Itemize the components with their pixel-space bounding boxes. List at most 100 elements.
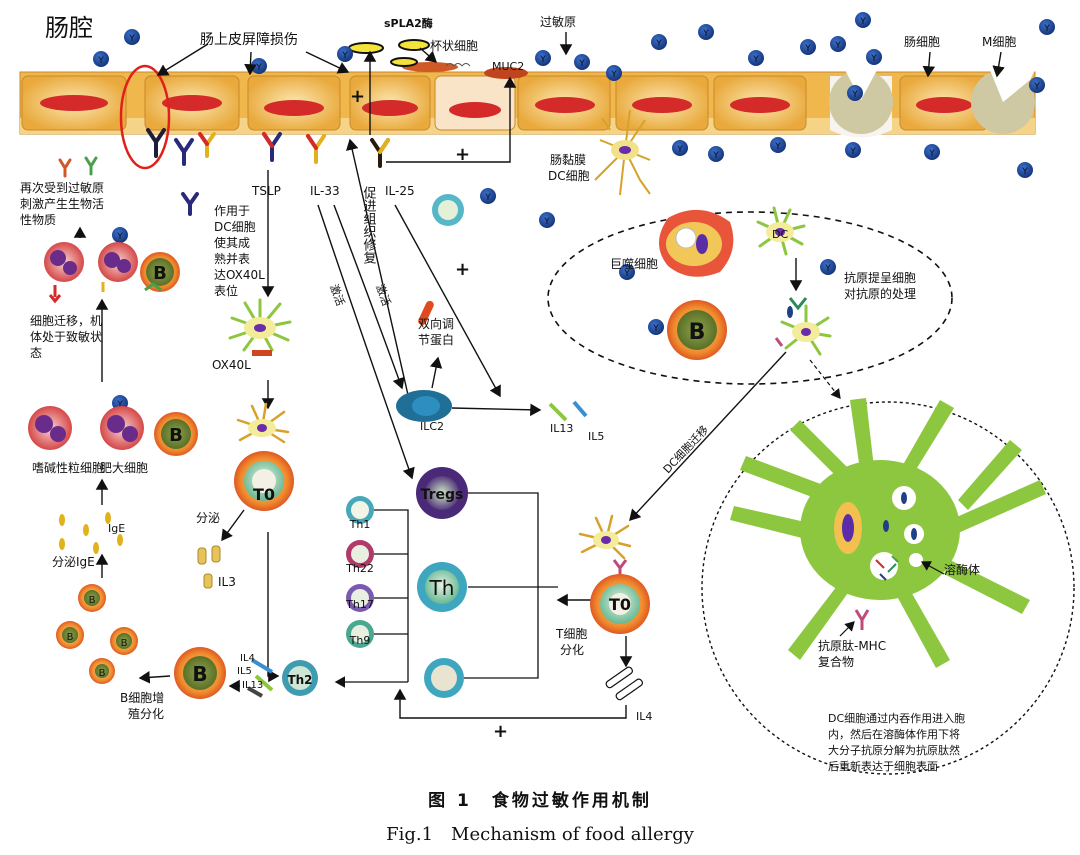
m-cells xyxy=(829,70,1035,138)
arrow-il25-to-il13 xyxy=(394,204,501,398)
dc-label: DC xyxy=(772,228,788,241)
th-cell-large: Th xyxy=(417,562,467,612)
tslp-action-5: 达OX40L xyxy=(214,268,265,282)
dc-zoom-cell xyxy=(730,398,1046,668)
svg-text:Y: Y xyxy=(1021,167,1028,177)
allergen-icon: Y xyxy=(535,50,551,66)
svg-text:Y: Y xyxy=(752,55,759,65)
mucosal-dc-label-1: 肠黏膜 xyxy=(550,153,586,167)
cytokine-y-shapes xyxy=(58,128,390,216)
macrophage-cell xyxy=(659,209,734,277)
lysosome-contents xyxy=(883,492,917,540)
dc-migration-label: DC细胞迁移 xyxy=(661,423,712,476)
allergen-label: 过敏原 xyxy=(540,14,576,29)
arrow-lysosome-label xyxy=(920,561,945,575)
allergen-icon: Y xyxy=(830,36,846,52)
il4-right-label: IL4 xyxy=(636,710,652,723)
svg-text:B: B xyxy=(89,595,96,606)
svg-text:B: B xyxy=(689,320,706,345)
allergen-icon: Y xyxy=(124,29,140,45)
allergen-icon: Y xyxy=(251,58,267,74)
svg-text:Y: Y xyxy=(578,59,585,69)
allergen-icon: Y xyxy=(651,34,667,50)
allergen-icon: Y xyxy=(800,39,816,55)
re-exposure-text-3: 性物质 xyxy=(20,213,56,227)
th9-cell: Th9 xyxy=(346,620,374,648)
activate-label-b: 激活 xyxy=(373,282,394,307)
lower-basophil-mast-group: B xyxy=(28,406,198,456)
endocytosis-text-3: 大分子抗原分解为抗原肽然 xyxy=(828,743,960,757)
bireg-label-1: 双向调 xyxy=(418,316,454,331)
tslp-label: TSLP xyxy=(251,184,281,198)
ige-label: IgE xyxy=(108,522,125,535)
allergen-icon: Y xyxy=(648,319,664,335)
allergen-icon: Y xyxy=(847,85,863,101)
allergen-icon: Y xyxy=(855,12,871,28)
apc-region xyxy=(547,211,953,385)
svg-text:Tregs: Tregs xyxy=(421,487,464,503)
b-cell-cluster: B B B B B xyxy=(56,584,226,699)
allergen-icon: Y xyxy=(748,50,764,66)
muc2-label: MUC2 xyxy=(492,60,524,73)
barrier-damage-arrows xyxy=(156,32,1005,163)
arrow-il33-activate-tregs xyxy=(317,204,415,480)
secrete-ige-label: 分泌IgE xyxy=(52,555,95,569)
dc-above-t0-right xyxy=(578,514,632,560)
svg-text:Y: Y xyxy=(652,324,659,334)
tslp-action-4: 熟并表 xyxy=(214,251,250,266)
tregs-cell: Tregs xyxy=(416,467,468,519)
lysosome-label: 溶酶体 xyxy=(944,562,980,577)
barrier-damage-label: 肠上皮屏障损伤 xyxy=(200,32,298,48)
b-prolif-label-1: B细胞增 xyxy=(120,691,164,705)
apc-label-1: 抗原提呈细胞 xyxy=(844,270,916,285)
svg-text:B: B xyxy=(121,638,128,649)
endocytosis-text-2: 内，然后在溶酶体作用下将 xyxy=(828,727,960,741)
figure-caption-en: Fig.1 Mechanism of food allergy xyxy=(386,824,694,845)
svg-text:Y: Y xyxy=(804,44,811,54)
enterocyte-row xyxy=(21,75,989,131)
re-exposure-text-2: 刺激产生生物活 xyxy=(20,197,104,211)
allergen-icon: Y xyxy=(820,259,836,275)
svg-text:B: B xyxy=(99,668,106,679)
svg-text:Y: Y xyxy=(116,232,123,242)
epithelium-layer xyxy=(19,62,1036,138)
svg-text:Y: Y xyxy=(851,90,858,100)
b-cell-apc: B xyxy=(667,300,727,360)
apc-label-2: 对抗原的处理 xyxy=(844,286,916,301)
svg-text:Y: Y xyxy=(116,400,123,410)
th-cell-lower xyxy=(424,658,464,698)
arrow-ilc2-to-bireg xyxy=(429,356,443,389)
arrow-mhc-label xyxy=(839,621,855,637)
arrow-dc-migration xyxy=(629,351,787,522)
svg-text:Y: Y xyxy=(543,217,550,227)
svg-text:B: B xyxy=(192,662,207,686)
allergen-icon: Y xyxy=(924,144,940,160)
svg-text:Y: Y xyxy=(834,41,841,51)
allergen-icon: Y xyxy=(93,51,109,67)
diagram-canvas: Y Y Y Y Y Y Y Y Y Y Y Y Y Y Y Y Y Y Y Y … xyxy=(19,12,1075,775)
th2-il5-label: IL5 xyxy=(237,666,252,677)
gut-lumen-label: 肠腔 xyxy=(45,14,93,42)
allergen-icon: Y xyxy=(1017,162,1033,178)
ilc2-cell xyxy=(396,390,452,422)
migration-text-1: 细胞迁移，机 xyxy=(30,314,102,328)
mhc-complex xyxy=(854,609,870,630)
allergen-icon: Y xyxy=(619,264,635,280)
bireg-label-2: 节蛋白 xyxy=(418,332,454,347)
allergen-icon: Y xyxy=(845,142,861,158)
plus-sign-2: + xyxy=(455,144,470,165)
m-cell-label: M细胞 xyxy=(982,35,1016,49)
b-prolif-label-2: 殖分化 xyxy=(128,706,164,721)
ilc2-label: ILC2 xyxy=(420,420,444,433)
repair-label: 促进组织修复 xyxy=(361,186,377,264)
barrier-damage-circle xyxy=(119,64,171,170)
arrow-zoom xyxy=(809,359,841,399)
svg-text:Y: Y xyxy=(712,151,719,161)
svg-text:Y: Y xyxy=(341,51,348,61)
arrow-il4-loop xyxy=(393,688,627,719)
th2-cell: Th2 xyxy=(282,660,318,696)
svg-text:Th9: Th9 xyxy=(349,634,371,647)
th17-cell: Th17 xyxy=(345,584,374,612)
mast-cell-label: 肥大细胞 xyxy=(100,461,148,475)
